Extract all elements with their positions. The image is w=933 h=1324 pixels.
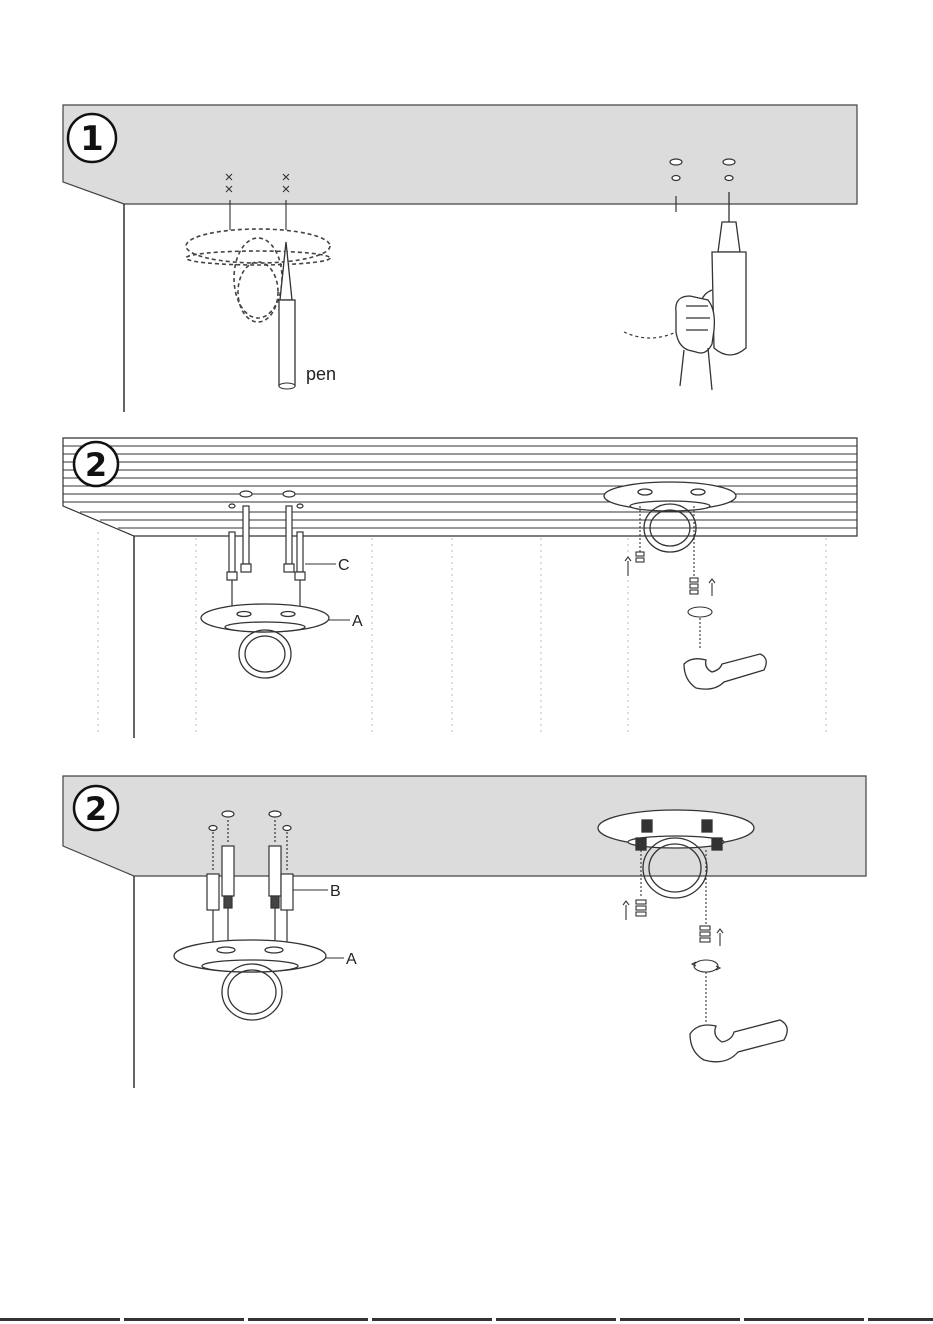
ceiling-surface — [63, 105, 857, 204]
step-number-text: 2 — [85, 446, 107, 484]
ring-plate-icon — [174, 940, 326, 1020]
hand-icon — [676, 296, 715, 390]
plate-label: A — [352, 613, 363, 630]
drill-cable — [624, 332, 676, 338]
ceiling-plate-outline — [186, 229, 330, 322]
step-number-badge: 2 — [74, 786, 118, 830]
step-number-badge: 2 — [74, 442, 118, 486]
pen-label: pen — [306, 364, 336, 384]
step-number-badge: 1 — [68, 114, 116, 162]
panel-step-2-concrete: 2 B A — [0, 772, 933, 1092]
step-number-text: 1 — [80, 119, 104, 159]
wrench-icon — [684, 654, 766, 689]
wood-ceiling — [63, 438, 857, 536]
panel-step-2-wood: 2 C A — [0, 436, 933, 746]
plate-label: A — [346, 951, 357, 968]
wrench-icon — [690, 1020, 787, 1062]
wall-texture — [98, 532, 826, 736]
bottom-rule — [0, 1318, 933, 1321]
anchor-label: B — [330, 883, 341, 900]
bolt-label: C — [338, 557, 350, 574]
ring-plate-icon — [201, 604, 329, 678]
step-number-text: 2 — [85, 790, 107, 828]
panel-step-1: 1 pen — [0, 100, 933, 420]
